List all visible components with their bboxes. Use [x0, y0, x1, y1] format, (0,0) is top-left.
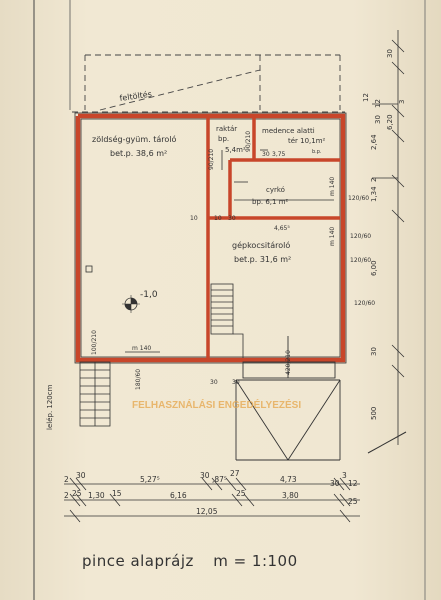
dim-bottom-left-b: 2	[64, 491, 69, 500]
bottom-dimension-labels: 30 5,27⁵ 30 ,87⁵ 27 4,73 30 12 25 1,30 1…	[64, 469, 358, 516]
dim-right-6: 2,64	[370, 134, 378, 150]
dim-b1-3: ,87⁵	[212, 475, 227, 484]
dim-b2-0: 25	[72, 489, 82, 498]
room-cyrko-area: bp. 6,1 m²	[252, 198, 289, 206]
dim-right-2: 12	[374, 99, 382, 108]
drawing-title: pince alaprájz m = 1:100	[82, 552, 312, 570]
dim-window-4: 120/60	[354, 300, 375, 307]
dim-bottom-right-a: 3	[342, 471, 347, 480]
dim-b2-2: 15	[112, 489, 122, 498]
dim-m140-2: m 140	[329, 227, 336, 246]
dim-right-1: 12	[362, 93, 370, 102]
dim-m140-1: m 140	[329, 177, 336, 196]
dim-window-3: 120/60	[350, 257, 371, 264]
dim-375: 3,75	[272, 151, 286, 158]
dim-door-raktar: 90/210	[208, 149, 215, 170]
dim-10a: 10	[190, 215, 198, 222]
drawing-title-name: pince alaprájz	[82, 552, 194, 570]
dim-b1-0: 30	[76, 471, 86, 480]
door-dimensions: 90/210 90/210 120/60 120/60 120/60 120/6…	[91, 131, 375, 390]
inner-stairs	[210, 283, 244, 358]
dim-b1-5: 4,73	[280, 475, 297, 484]
dim-30b: 30	[228, 215, 236, 222]
dim-window-2: 120/60	[350, 233, 371, 240]
stair-note: lelép. 120cm	[46, 384, 54, 430]
dim-b2-5: 3,80	[282, 491, 299, 500]
dim-b1-7: 12	[348, 479, 358, 488]
dim-30d: 30	[232, 379, 240, 386]
dim-door-medence: 90/210	[245, 131, 252, 152]
dim-b2-4: 25	[236, 489, 246, 498]
room-raktar-name: raktár	[216, 125, 237, 133]
dim-right-11: 30	[370, 347, 378, 356]
dim-465: 4,65⁵	[274, 225, 290, 232]
dim-right-9: 6,00	[370, 260, 378, 276]
dim-b1-1: 5,27⁵	[140, 475, 160, 484]
outer-walls	[75, 113, 346, 363]
level-label: -1,0	[140, 290, 158, 300]
dim-right-0: 30	[386, 49, 394, 58]
door-marks	[85, 149, 334, 353]
dim-right-8: 1,34	[370, 186, 378, 202]
room-raktar-sub: bp.	[218, 135, 229, 143]
room-zoldseg-name: zöldség-gyüm. tároló	[92, 134, 176, 144]
right-dimension-labels: 30 12 12 30 6,20 3 2,64 2 1,34 6,00 500 …	[362, 49, 406, 420]
dim-b2-1: 1,30	[88, 491, 105, 500]
room-zoldseg-area: bet.p. 38,6 m²	[110, 149, 167, 158]
drawing-title-scale: m = 1:100	[213, 552, 298, 570]
dim-10b: 10	[214, 215, 222, 222]
dim-b1-4: 27	[230, 469, 240, 478]
dim-30a: 30	[262, 151, 270, 158]
right-dimension-chain	[372, 30, 405, 445]
dim-right-5: 3	[398, 100, 406, 104]
garage-ramp	[235, 336, 341, 461]
dim-bottom-left-a: 2	[64, 475, 69, 484]
dim-right-3: 30	[374, 115, 382, 124]
dim-30c: 30	[210, 379, 218, 386]
upper-outline-dashed	[84, 54, 341, 111]
feltoltes-label: feltöltés	[119, 89, 153, 103]
room-medence-sub: b.p.	[312, 149, 322, 155]
bottom-dimension-lines	[64, 477, 360, 523]
dim-m140-3: m 140	[132, 345, 151, 352]
room-garage-name: gépkocsitároló	[232, 240, 290, 250]
dim-door-exterior: 100/210	[91, 330, 98, 355]
dim-bottom-total: 12,05	[196, 507, 218, 516]
dim-right-10: 500	[370, 407, 378, 420]
room-medence-name: medence alatti	[262, 127, 315, 135]
dim-b2-3: 6,16	[170, 491, 187, 500]
dim-b2-6: 25	[348, 497, 358, 506]
inner-walls	[206, 118, 340, 358]
exterior-stairs	[79, 361, 111, 427]
level-marker	[122, 295, 140, 313]
room-medence-area: tér 10,1m²	[288, 137, 326, 145]
wall-outline	[74, 112, 347, 364]
dim-b1-2: 30	[200, 471, 210, 480]
dim-right-7: 2	[370, 178, 378, 182]
room-garage-area: bet.p. 31,6 m²	[234, 255, 291, 264]
dim-b1-6: 30	[330, 479, 340, 488]
dim-window-1: 120/60	[348, 195, 369, 202]
watermark-text: FELHASZNÁLÁSI ENGEDÉLYEZÉSI	[132, 398, 301, 411]
dim-right-4: 6,20	[386, 114, 394, 130]
room-cyrko-name: cyrkó	[266, 186, 285, 194]
room-raktar-area: 5,4m²	[225, 146, 246, 154]
dim-window-basement: 180/60	[135, 369, 142, 390]
north-arrow-icon	[367, 431, 407, 454]
dim-garage-door: 420/210	[285, 350, 292, 375]
